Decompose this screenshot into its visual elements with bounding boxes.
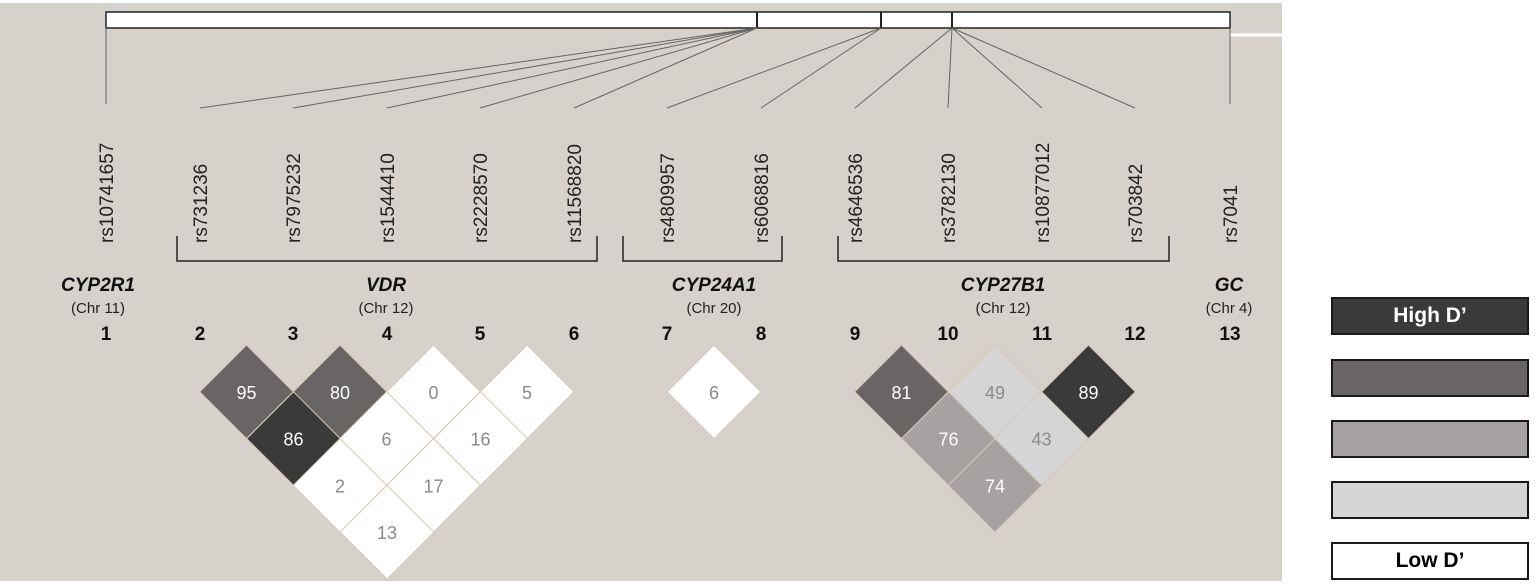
ld-cell-value: 16 [470, 430, 490, 450]
ld-cell-value: 86 [283, 430, 303, 450]
snp-index-number: 4 [382, 324, 393, 345]
legend-label: Low D’ [1395, 549, 1465, 572]
gene-labels: CYP2R1 (Chr 11) VDR (Chr 12) CYP24A1 (Chr 20)… [61, 275, 1252, 317]
ld-diamond-matrix: 95 80 0 5 86 6 16 2 17 13 6 81 49 89 76 43 74 [198, 344, 1137, 580]
gene-chromosome-label: (Chr 4) [1206, 300, 1253, 317]
gene-chromosome-label: (Chr 20) [686, 300, 741, 317]
legend-swatch [1331, 420, 1529, 458]
chromosome-bar [105, 11, 1282, 37]
snp-index-number: 1 [101, 324, 112, 345]
ld-cell [666, 344, 762, 440]
ld-cell-value: 43 [1031, 430, 1051, 450]
gene-bracket [176, 236, 598, 262]
snp-rs-label: rs7975232 [284, 153, 305, 243]
snp-rs-label: rs4646536 [846, 153, 867, 243]
snp-connector-line [951, 27, 1043, 109]
gene-name-label: VDR [366, 275, 406, 296]
ld-cell [339, 484, 435, 580]
ld-cell-value: 0 [428, 383, 438, 403]
snp-index-number: 10 [937, 324, 958, 345]
gene-bracket [837, 236, 1170, 262]
gene-name-label: CYP27B1 [961, 275, 1046, 296]
snp-rs-label: rs2228570 [471, 153, 492, 243]
legend-swatch [1331, 359, 1529, 397]
snp-index-number: 11 [1032, 324, 1053, 345]
snp-rs-label: rs703842 [1126, 164, 1147, 243]
snp-connector-lines [105, 27, 1231, 109]
legend-swatch: High D’ [1331, 297, 1529, 335]
snp-rs-label: rs7041 [1221, 185, 1242, 243]
ld-plot-panel [0, 3, 1282, 581]
snp-index-number: 5 [475, 324, 486, 345]
snp-connector-line [479, 27, 758, 109]
snp-index-number: 13 [1219, 324, 1240, 345]
snp-index-number: 12 [1124, 324, 1145, 345]
ld-cell-value: 74 [985, 476, 1005, 496]
ld-cell-value: 2 [335, 476, 345, 496]
snp-rs-label: rs10741657 [97, 143, 118, 243]
gene-name-label: GC [1215, 275, 1244, 296]
snp-index-number: 3 [288, 324, 299, 345]
ld-cell [947, 437, 1043, 533]
ld-cell-value: 13 [377, 523, 397, 543]
ld-cell-value: 81 [891, 383, 911, 403]
snp-index-number: 9 [850, 324, 861, 345]
snp-connector-line [947, 27, 953, 109]
snp-index-number: 7 [662, 324, 673, 345]
ld-diagram-svg: rs10741657 rs731236 rs7975232 rs1544410 rs22… [61, 11, 1282, 580]
snp-connector-line [666, 27, 882, 109]
snp-connector-line [951, 27, 1136, 109]
legend-label: High D’ [1393, 304, 1467, 327]
snp-index-number: 8 [756, 324, 767, 345]
gene-chromosome-label: (Chr 12) [358, 300, 413, 317]
gene-chromosome-label: (Chr 12) [975, 300, 1030, 317]
snp-connector-line [760, 27, 882, 109]
snp-rs-label: rs731236 [191, 164, 212, 243]
snp-rs-label: rs6068816 [752, 153, 773, 243]
legend-swatch: Low D’ [1331, 542, 1529, 580]
gene-name-label: CYP2R1 [61, 275, 135, 296]
ld-cell-value: 6 [709, 383, 719, 403]
chromosome-bar-rect [105, 11, 1231, 29]
snp-connector-line [199, 27, 758, 109]
ld-cell-value: 95 [236, 383, 256, 403]
snp-connector-line [386, 27, 758, 109]
snp-connector-line [292, 27, 758, 109]
gene-chromosome-label: (Chr 11) [71, 300, 125, 317]
ld-cell-value: 76 [938, 430, 958, 450]
ld-cell-value: 6 [381, 430, 391, 450]
ld-cell-value: 49 [985, 383, 1005, 403]
ld-cell-value: 5 [522, 383, 532, 403]
ld-cell-value: 89 [1078, 383, 1098, 403]
gene-bracket [622, 236, 783, 262]
snp-rs-labels: rs10741657 rs731236 rs7975232 rs1544410 rs22… [97, 143, 1242, 243]
snp-index-number: 6 [569, 324, 580, 345]
snp-rs-label: rs3782130 [939, 153, 960, 243]
gene-brackets [176, 236, 1170, 262]
ld-cell-value: 80 [330, 383, 350, 403]
gene-name-label: CYP24A1 [672, 275, 757, 296]
snp-index-number: 2 [195, 324, 206, 345]
snp-rs-label: rs4809957 [658, 153, 679, 243]
ld-cell-value: 17 [423, 476, 443, 496]
snp-connector-line [854, 27, 953, 109]
snp-rs-label: rs11568820 [565, 144, 586, 243]
legend-swatch [1331, 481, 1529, 519]
snp-rs-label: rs10877012 [1033, 143, 1054, 243]
snp-connector-line [573, 27, 758, 109]
snp-rs-label: rs1544410 [378, 153, 399, 243]
